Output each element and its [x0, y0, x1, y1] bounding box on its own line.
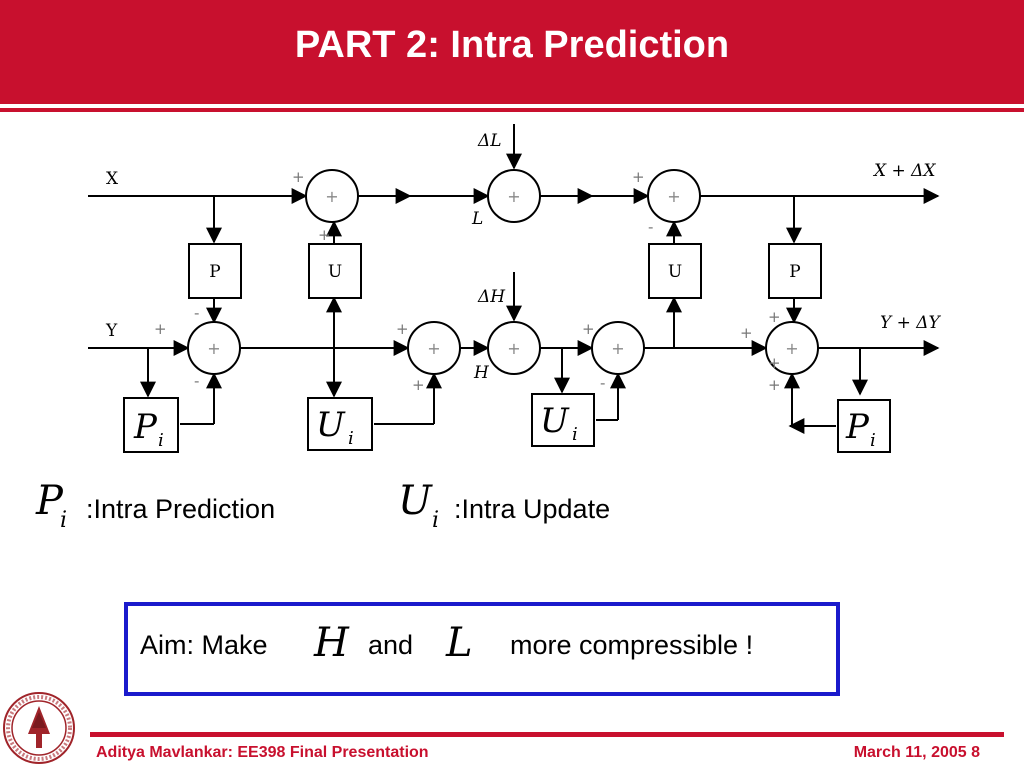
delta-l-label: ΔL	[477, 131, 502, 151]
pi-symbol: P	[133, 407, 158, 447]
adder-symbol: +	[507, 187, 520, 206]
adder-top-3	[647, 169, 701, 223]
aim-suffix: more compressible !	[510, 630, 754, 660]
adder-top-2	[487, 169, 541, 223]
plus-sign: +	[632, 168, 645, 186]
x-input-label: X	[106, 169, 119, 189]
p-block-label: P	[789, 262, 800, 282]
plus-sign: +	[396, 320, 409, 338]
adder-symbol: +	[785, 339, 798, 358]
pi-index: i	[870, 430, 876, 451]
adder-symbol: +	[611, 339, 624, 358]
low-band-label: L	[471, 209, 483, 229]
p-block	[188, 243, 242, 299]
minus-sign: -	[648, 218, 653, 236]
high-band-label: H	[473, 363, 490, 383]
plus-sign: +	[412, 376, 425, 394]
adder-bottom-5	[765, 321, 819, 375]
pi-box	[837, 399, 891, 453]
plus-sign: +	[768, 354, 781, 372]
plus-sign: +	[768, 376, 781, 394]
adder-bottom-1	[187, 321, 241, 375]
ui-legend-index: i	[432, 508, 440, 533]
u-block	[308, 243, 362, 299]
ui-legend-text: :Intra Update	[454, 494, 611, 524]
adder-symbol: +	[325, 187, 338, 206]
y-input-label: Y	[105, 321, 118, 341]
plus-sign: +	[318, 226, 331, 244]
adder-symbol: +	[427, 339, 440, 358]
ui-index: i	[348, 428, 354, 449]
p-block-label: P	[209, 262, 220, 282]
title-divider	[0, 108, 1024, 112]
university-seal-logo	[3, 692, 75, 764]
pi-index: i	[158, 430, 164, 451]
adder-bottom-3	[487, 321, 541, 375]
pi-box	[123, 397, 179, 453]
pi-legend-symbol: P	[36, 478, 63, 524]
minus-sign: -	[600, 374, 605, 392]
aim-middle: and	[368, 630, 414, 660]
plus-sign: +	[582, 320, 595, 338]
adder-top-1	[305, 169, 359, 223]
adder-symbol: +	[207, 339, 220, 358]
y-output-label: Y + ΔY	[880, 313, 942, 333]
lifting-diagram: + + + + + + + + + + + - + - - + + + - + …	[88, 124, 942, 453]
aim-var-l: L	[446, 620, 473, 666]
plus-sign: +	[292, 168, 305, 186]
legend-update: U i :Intra Update	[398, 478, 678, 538]
ui-box	[531, 393, 595, 447]
adder-symbol: +	[667, 187, 680, 206]
pi-legend-index: i	[60, 508, 68, 533]
delta-h-label: ΔH	[477, 287, 506, 307]
plus-sign: +	[154, 320, 167, 338]
p-block	[768, 243, 822, 299]
legend-prediction: P i :Intra Prediction	[36, 478, 356, 538]
plus-sign: +	[740, 324, 753, 342]
u-block-label: U	[328, 262, 342, 282]
ui-legend-symbol: U	[398, 478, 432, 524]
title-bar	[0, 0, 1024, 104]
aim-box: Aim: Make H and L more compressible !	[124, 602, 840, 696]
adder-bottom-4	[591, 321, 645, 375]
aim-prefix: Aim: Make	[140, 630, 268, 660]
u-block	[648, 243, 702, 299]
pi-symbol: P	[845, 407, 870, 447]
ui-index: i	[572, 424, 578, 445]
ui-symbol: U	[316, 405, 346, 445]
aim-var-h: H	[314, 620, 349, 666]
adder-symbol: +	[507, 339, 520, 358]
ui-box	[307, 397, 373, 451]
u-block-label: U	[668, 262, 682, 282]
minus-sign: -	[194, 372, 199, 390]
pi-legend-text: :Intra Prediction	[86, 494, 276, 524]
plus-sign: +	[768, 308, 781, 326]
ui-symbol: U	[540, 401, 570, 441]
minus-sign: -	[194, 304, 199, 322]
adder-bottom-2	[407, 321, 461, 375]
x-output-label: X + ΔX	[872, 161, 936, 181]
footer-author: Aditya Mavlankar: EE398 Final Presentati…	[96, 744, 429, 761]
footer-date-page: March 11, 2005 8	[853, 744, 980, 761]
slide-title: PART 2: Intra Prediction	[294, 24, 730, 66]
footer-divider	[90, 732, 1004, 737]
